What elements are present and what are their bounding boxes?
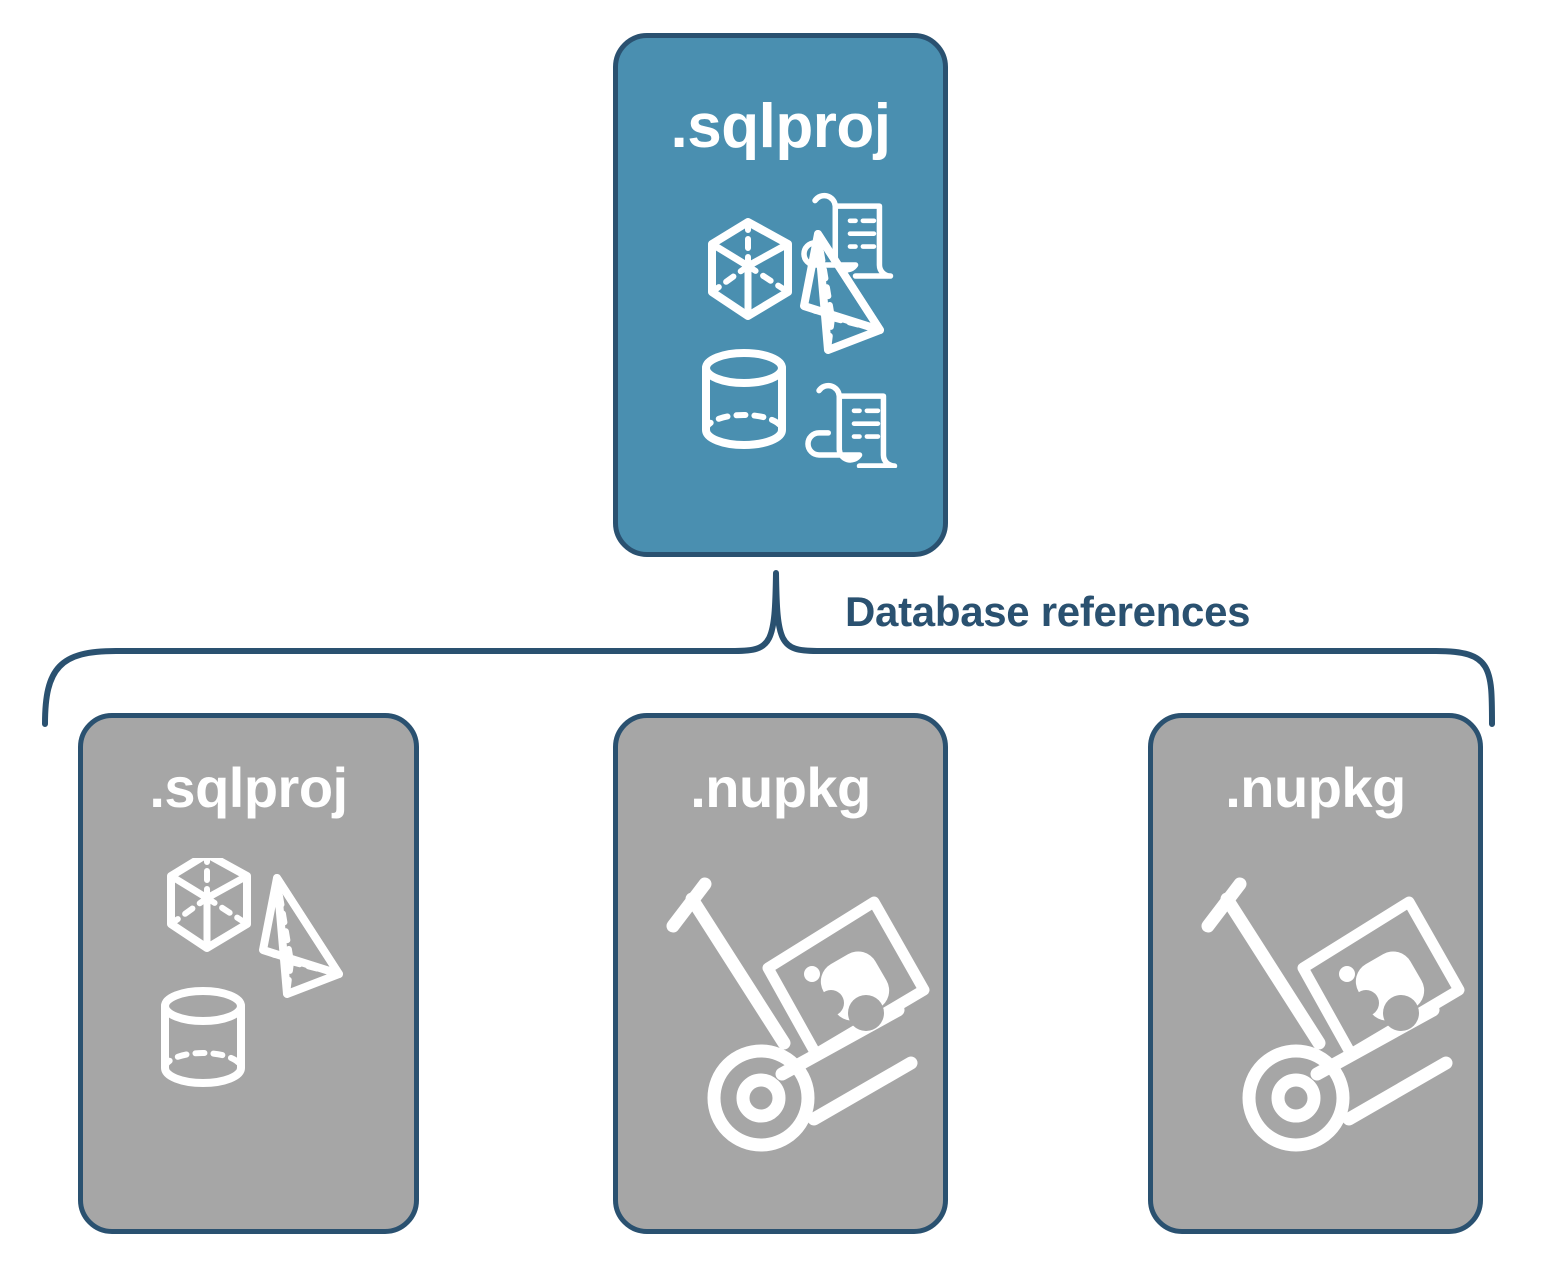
cube-icon (167, 850, 251, 952)
nuget-package-icon (762, 896, 930, 1060)
node-child-sqlproj-label: .sqlproj (149, 756, 348, 819)
sqlproj-artwork-full (702, 192, 898, 469)
nupkg-artwork (666, 877, 930, 1152)
cylinder-icon (161, 987, 245, 1087)
connector-label: Database references (845, 588, 1251, 635)
cube-icon (708, 218, 792, 320)
pyramid-icon (259, 874, 343, 998)
nupkg-artwork (1201, 877, 1465, 1152)
nuget-package-icon (1297, 896, 1465, 1060)
scroll-icon (801, 192, 894, 279)
pyramid-icon (800, 230, 884, 354)
node-child-sqlproj[interactable]: .sqlproj (78, 713, 419, 1234)
sqlproj-artwork-shapes (161, 850, 343, 1087)
node-child-nupkg-2[interactable]: .nupkg (1148, 713, 1483, 1234)
node-root-sqlproj-label: .sqlproj (670, 92, 891, 161)
node-root-sqlproj[interactable]: .sqlproj (613, 33, 948, 557)
node-child-nupkg-1[interactable]: .nupkg (613, 713, 948, 1234)
node-root-sqlproj-art (618, 178, 943, 469)
node-child-nupkg-2-label: .nupkg (1225, 756, 1406, 819)
scroll-icon (805, 382, 898, 469)
cylinder-icon (702, 349, 786, 449)
node-child-sqlproj-art (83, 850, 414, 1158)
node-child-nupkg-1-art (618, 858, 943, 1178)
brace-path (42, 570, 1495, 727)
node-child-nupkg-2-art (1153, 858, 1478, 1178)
node-child-nupkg-1-label: .nupkg (690, 756, 871, 819)
